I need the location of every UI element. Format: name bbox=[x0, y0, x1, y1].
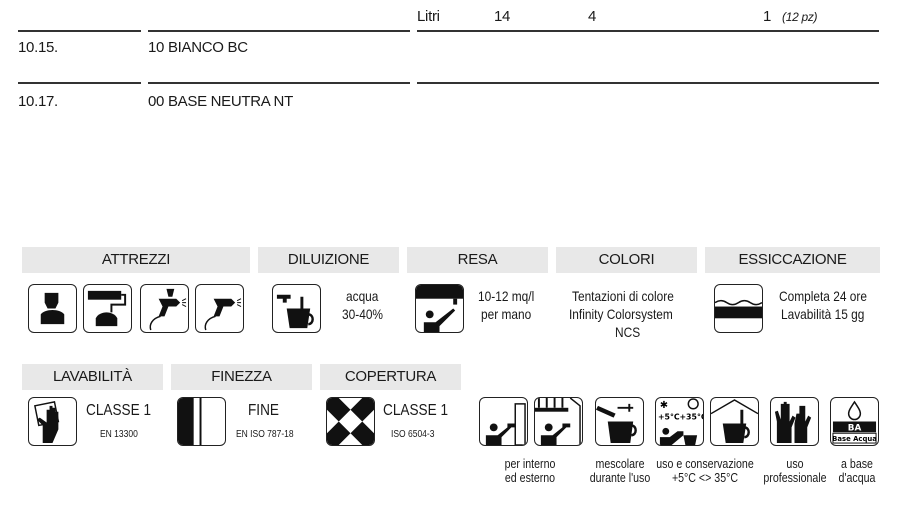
size-14: 14 bbox=[494, 8, 511, 25]
storage-house-icon bbox=[710, 397, 759, 446]
divider bbox=[148, 30, 410, 32]
unit-label: Litri bbox=[417, 8, 440, 25]
drying-layers-icon bbox=[714, 284, 763, 333]
fineness-gauge-icon bbox=[177, 397, 226, 446]
row-code: 10.17. bbox=[18, 93, 58, 110]
size-1: 1 bbox=[763, 8, 772, 25]
diluizione-header: DILUIZIONE bbox=[258, 247, 399, 273]
lavabilita-value: CLASSE 1 bbox=[86, 402, 152, 419]
divider bbox=[417, 82, 879, 84]
divider bbox=[148, 82, 410, 84]
attrezzi-header: ATTREZZI bbox=[22, 247, 250, 273]
lavabilita-norm: EN 13300 bbox=[100, 429, 138, 440]
water-based-icon: BA Base Acqua bbox=[830, 397, 879, 446]
row-name: 00 BASE NEUTRA NT bbox=[148, 93, 293, 110]
gravity-spray-gun-icon bbox=[140, 284, 189, 333]
divider bbox=[18, 30, 141, 32]
svg-text:✱: ✱ bbox=[660, 400, 668, 411]
exterior-icon bbox=[534, 397, 583, 446]
ba-code: BA bbox=[848, 423, 862, 433]
copertura-value: CLASSE 1 bbox=[383, 402, 449, 419]
essiccazione-header: ESSICCAZIONE bbox=[705, 247, 880, 273]
resa-line2: per mano bbox=[481, 306, 532, 322]
divider bbox=[417, 30, 879, 32]
diluizione-line2: 30-40% bbox=[342, 306, 384, 322]
painting-wall-icon bbox=[415, 284, 464, 333]
finezza-value: FINE bbox=[248, 402, 279, 419]
size-4: 4 bbox=[588, 8, 597, 25]
pack-note: (12 pz) bbox=[782, 10, 818, 24]
lavabilita-header: LAVABILITÀ bbox=[22, 364, 163, 390]
temp-low-label: +5°C bbox=[658, 413, 680, 422]
resa-header: RESA bbox=[407, 247, 548, 273]
row-code: 10.15. bbox=[18, 39, 58, 56]
finezza-header: FINEZZA bbox=[171, 364, 312, 390]
divider bbox=[18, 82, 141, 84]
badge-caption: uso e conservazione+5°C <> 35°C bbox=[656, 457, 754, 485]
essiccazione-line1: Completa 24 ore bbox=[779, 288, 867, 304]
colori-line1: Tentazioni di colore bbox=[572, 288, 674, 304]
stir-bucket-icon bbox=[595, 397, 644, 446]
copertura-header: COPERTURA bbox=[320, 364, 461, 390]
row-name: 10 BIANCO BC bbox=[148, 39, 248, 56]
diluizione-line1: acqua bbox=[346, 288, 379, 304]
finezza-norm: EN ISO 787-18 bbox=[236, 429, 294, 440]
temperature-range-icon: ✱ +5°C +35°C bbox=[655, 397, 704, 446]
coverage-checker-icon bbox=[326, 397, 375, 446]
washable-hand-icon bbox=[28, 397, 77, 446]
copertura-norm: ISO 6504-3 bbox=[391, 429, 435, 440]
essiccazione-line2: Lavabilità 15 gg bbox=[781, 306, 865, 322]
roller-icon bbox=[83, 284, 132, 333]
gloves-icon bbox=[770, 397, 819, 446]
colori-line3: NCS bbox=[615, 324, 641, 340]
airless-spray-gun-icon bbox=[195, 284, 244, 333]
interior-icon bbox=[479, 397, 528, 446]
ba-label: Base Acqua bbox=[832, 435, 877, 443]
water-tap-bucket-icon bbox=[272, 284, 321, 333]
temp-high-label: +35°C bbox=[680, 413, 704, 422]
resa-line1: 10-12 mq/l bbox=[478, 288, 535, 304]
brush-icon bbox=[28, 284, 77, 333]
colori-line2: Infinity Colorsystem bbox=[569, 306, 673, 322]
colori-header: COLORI bbox=[556, 247, 697, 273]
